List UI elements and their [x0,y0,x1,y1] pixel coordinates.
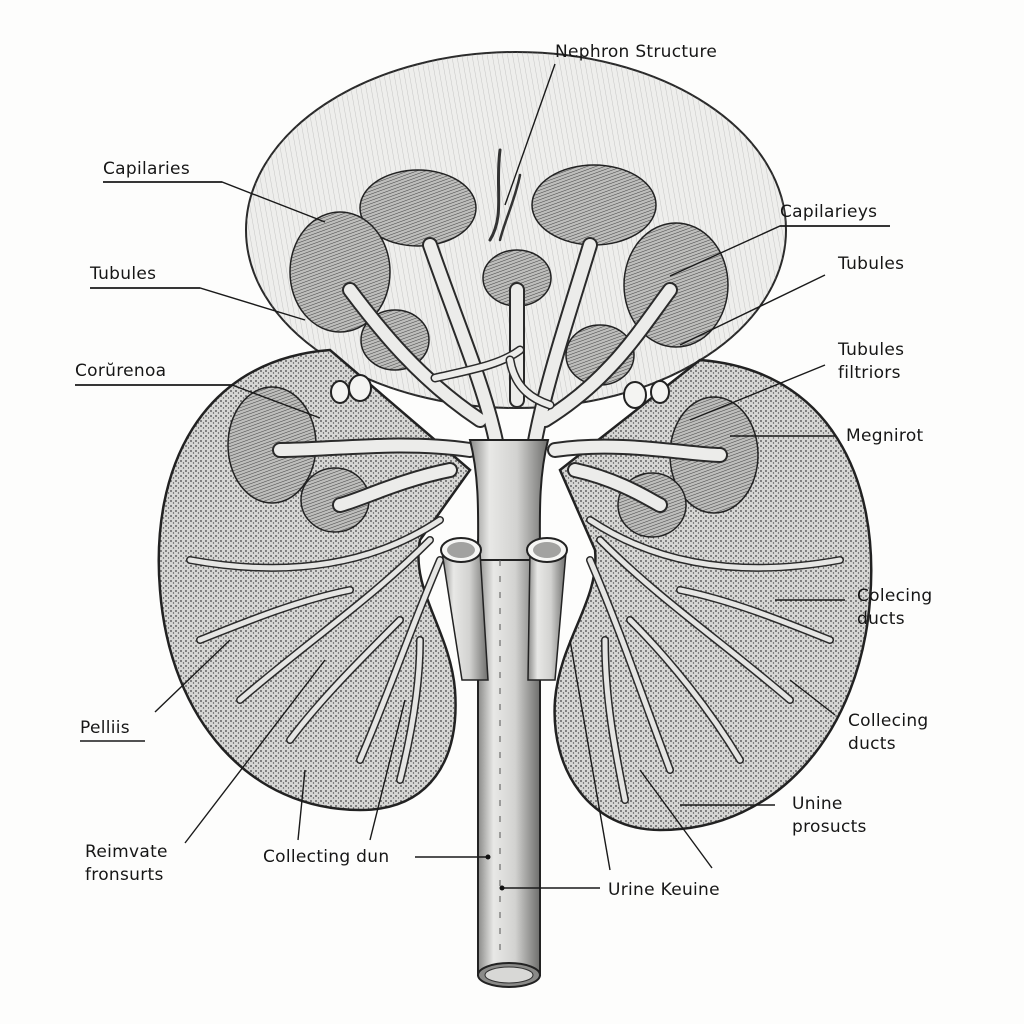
collecting-duct-branches [186,516,844,804]
vessel-cross-sections [330,374,670,409]
label-unine-prosucts-line2: prosucts [792,817,867,837]
label-collecting-dun: Collecting dun [263,847,390,867]
label-colecing-ducts-line1: Colecing [857,586,933,606]
diagram-title: Nephron Structure [555,42,718,62]
label-tubules-left: Tubules [90,264,157,284]
label-urine-keuine: Urine Keuine [608,880,720,900]
label-tubules-filtriors-line1: Tubules [838,340,905,360]
label-tubules-right: Tubules [838,254,905,274]
label-tubules-filtriors-line2: filtriors [838,363,901,383]
label-megnirot: Megnirot [846,426,924,446]
label-capillaries-right: Capilarieys [780,202,878,222]
label-unine-prosucts-line1: Unine [792,794,843,814]
label-collecing-ducts-line1: Collecing [848,711,929,731]
label-pelvis: Pelliis [80,718,130,738]
label-underlines [75,181,890,742]
label-cortex: Corŭrenoa [75,361,167,381]
label-collecing-ducts-line2: ducts [848,734,896,754]
ureter [440,439,568,988]
label-reimvate-line2: fronsurts [85,865,164,885]
label-colecing-ducts-line2: ducts [857,609,905,629]
label-capillaries-left: Capilaries [103,159,190,179]
label-reimvate-line1: Reimvate [85,842,168,862]
